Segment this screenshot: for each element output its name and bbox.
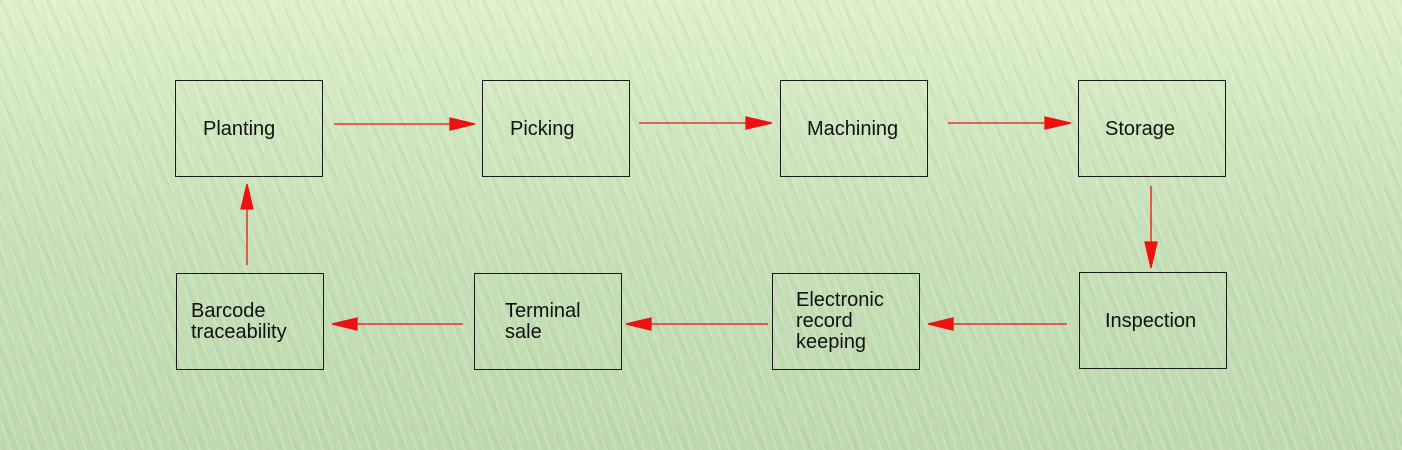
arrow-machining-to-storage (948, 116, 1072, 130)
node-machining: Machining (780, 80, 928, 177)
arrow-barcode-to-planting (240, 183, 254, 265)
node-label: Electronic record keeping (796, 289, 884, 353)
node-label: Picking (510, 117, 575, 140)
node-label: Planting (203, 117, 276, 140)
node-planting: Planting (175, 80, 323, 177)
arrow-electronic-to-terminal (625, 317, 768, 331)
node-label: Inspection (1105, 309, 1197, 332)
node-storage: Storage (1078, 80, 1226, 177)
node-picking: Picking (482, 80, 630, 177)
arrow-planting-to-picking (334, 117, 476, 131)
node-electronic-record-keeping: Electronic record keeping (772, 273, 920, 370)
node-label: Terminal sale (505, 299, 581, 343)
node-label: Storage (1105, 117, 1176, 140)
node-label: Machining (807, 117, 899, 140)
node-terminal-sale: Terminal sale (474, 273, 622, 370)
arrow-inspection-to-electronic (927, 317, 1067, 331)
node-label: Barcode traceability (191, 299, 287, 343)
node-barcode-traceability: Barcode traceability (176, 273, 324, 370)
arrow-storage-to-inspection (1144, 186, 1158, 269)
arrow-picking-to-machining (639, 116, 773, 130)
node-inspection: Inspection (1079, 272, 1227, 369)
arrow-terminal-to-barcode (331, 317, 463, 331)
